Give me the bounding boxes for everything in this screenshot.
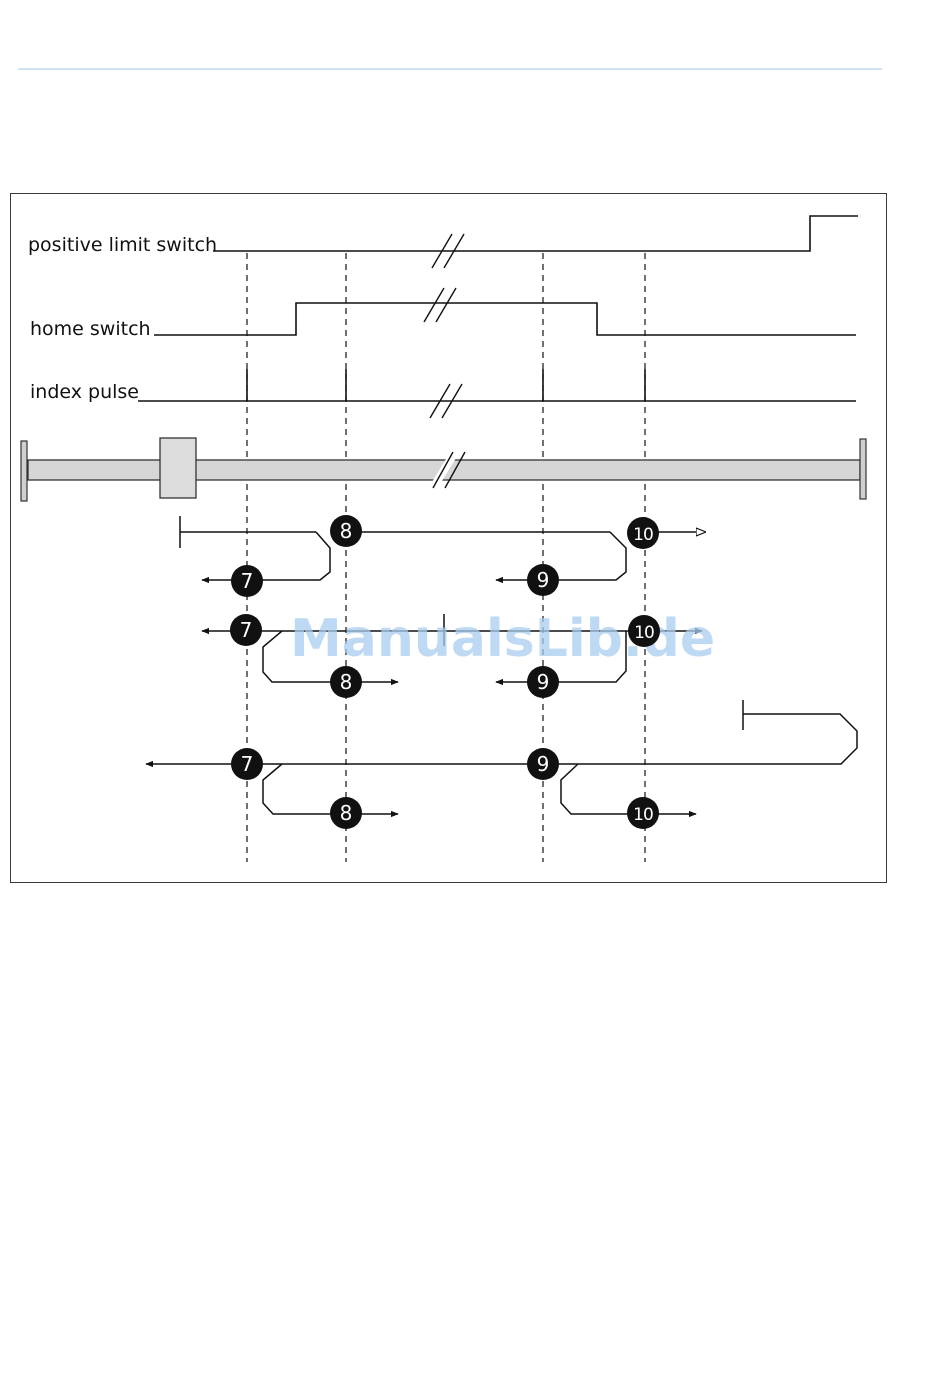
marker-8-row1-label: 8 <box>340 519 353 543</box>
marker-9-row3-label: 9 <box>537 752 550 776</box>
marker-8-row2: 8 <box>330 666 362 698</box>
marker-10-row3-label: 10 <box>633 805 653 825</box>
index-pulse-label: index pulse <box>30 381 139 403</box>
right-end-stop <box>860 439 866 499</box>
marker-10-row2-label: 10 <box>634 623 654 643</box>
markers: 8 10 7 9 7 10 8 9 <box>230 515 660 829</box>
positive-limit-switch-trace <box>213 216 858 251</box>
marker-9-row3: 9 <box>527 748 559 780</box>
positive-limit-switch-label: positive limit switch <box>28 234 217 256</box>
marker-8-row2-label: 8 <box>340 670 353 694</box>
reference-lines <box>247 253 645 862</box>
carriage <box>160 438 196 498</box>
marker-10-row3: 10 <box>627 797 659 829</box>
marker-7-row2: 7 <box>230 614 262 646</box>
marker-7-row1: 7 <box>231 565 263 597</box>
marker-9-row2: 9 <box>527 666 559 698</box>
linear-axis <box>21 438 866 501</box>
marker-7-row2-label: 7 <box>240 618 253 642</box>
marker-10-row2: 10 <box>628 615 660 647</box>
left-end-stop <box>21 441 27 501</box>
marker-9-row1: 9 <box>527 564 559 596</box>
marker-8-row1: 8 <box>330 515 362 547</box>
axis-break-marks <box>424 234 464 418</box>
home-switch-trace <box>154 303 856 335</box>
home-switch-label: home switch <box>30 318 151 340</box>
marker-10-row1-label: 10 <box>633 525 653 545</box>
marker-10-row1: 10 <box>627 517 659 549</box>
marker-8-row3: 8 <box>330 797 362 829</box>
marker-8-row3-label: 8 <box>340 801 353 825</box>
marker-9-row1-label: 9 <box>537 568 550 592</box>
marker-7-row1-label: 7 <box>241 569 254 593</box>
marker-7-row3: 7 <box>231 748 263 780</box>
index-pulse-trace <box>138 369 856 401</box>
marker-7-row3-label: 7 <box>241 752 254 776</box>
marker-9-row2-label: 9 <box>537 670 550 694</box>
